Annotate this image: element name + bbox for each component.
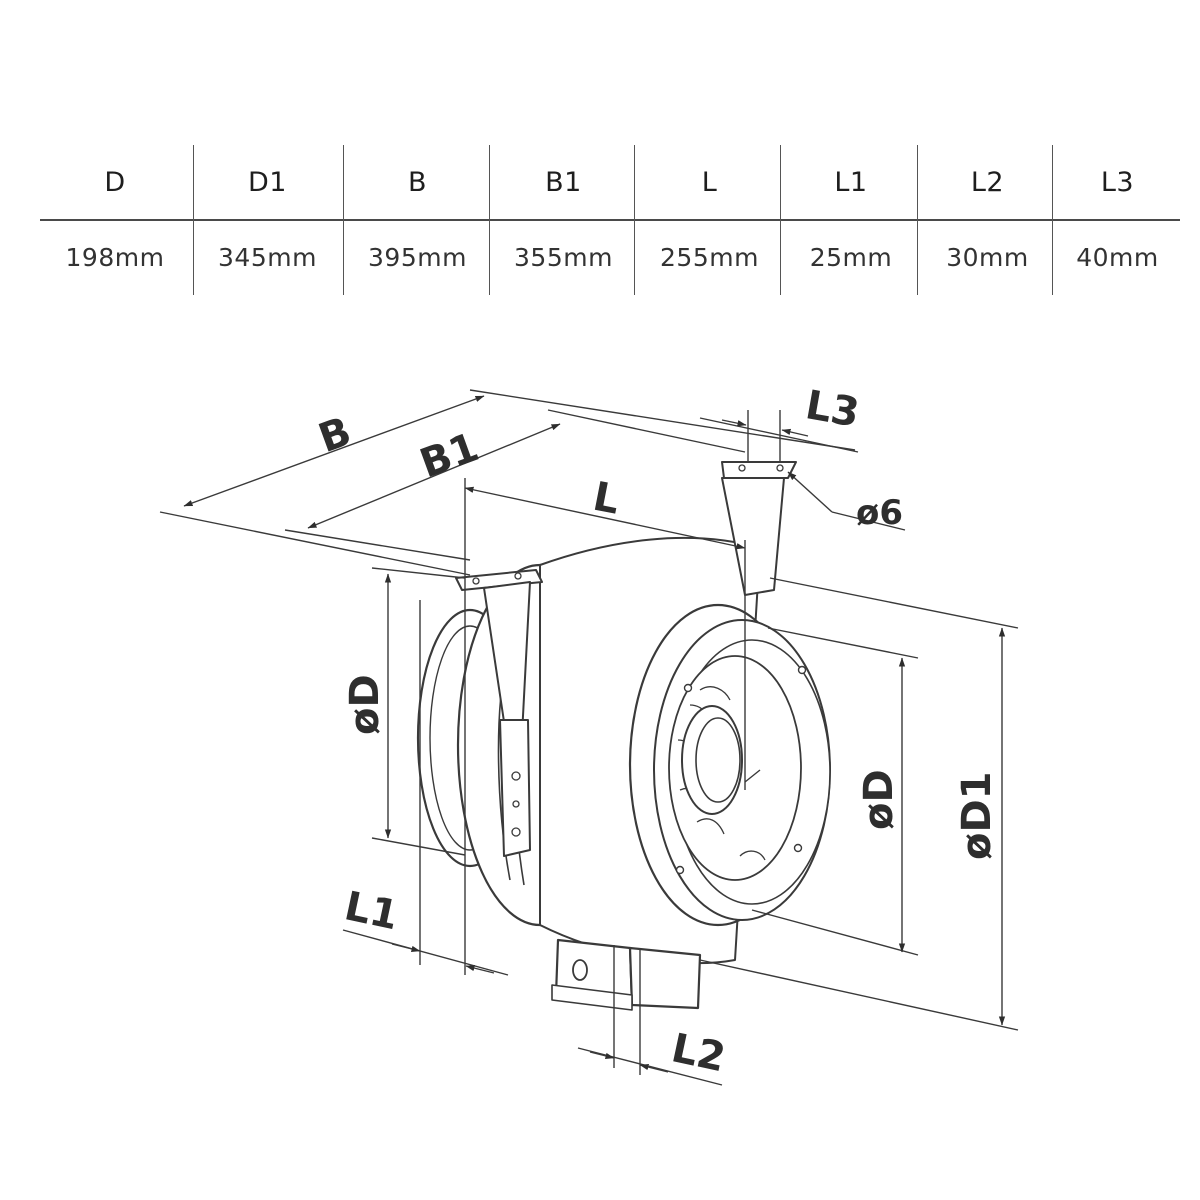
label-l1: L1 — [341, 883, 403, 939]
header-cell-l3: L3 — [1100, 167, 1135, 198]
cable-gland — [572, 959, 588, 981]
value-cell-l3: 40mm — [1076, 243, 1159, 272]
column-separator — [780, 145, 782, 295]
header-cell-l1: L1 — [834, 167, 868, 198]
label-d-right: øD — [856, 769, 902, 830]
value-cell-d1: 345mm — [218, 243, 317, 272]
column-separator — [343, 145, 345, 295]
mounting-brackets — [455, 461, 797, 857]
label-b: B — [313, 408, 357, 462]
column-separator — [917, 145, 919, 295]
duct-fan-body — [416, 536, 831, 1011]
header-cell-l: L — [701, 167, 718, 198]
value-cell-l: 255mm — [660, 243, 759, 272]
label-l2: L2 — [668, 1025, 730, 1081]
column-separator — [634, 145, 636, 295]
screw — [793, 843, 803, 853]
table-divider — [40, 219, 1180, 221]
screw — [797, 665, 807, 675]
value-cell-l1: 25mm — [809, 243, 893, 272]
value-cell-d: 198mm — [65, 243, 165, 272]
screw — [683, 683, 693, 693]
dimensions-table: D D1 B B1 L L1 L2 L3 198mm 345mm 395mm 3… — [40, 145, 1180, 295]
header-cell-l2: L2 — [970, 167, 1005, 198]
value-cell-b: 395mm — [368, 243, 467, 272]
dimension-lines — [159, 389, 1019, 1086]
terminal-box — [551, 938, 702, 1011]
value-cell-l2: 30mm — [946, 243, 1029, 272]
header-cell-b: B — [407, 167, 428, 198]
column-separator — [489, 145, 491, 295]
header-cell-d1: D1 — [248, 167, 287, 198]
header-cell-d: D — [104, 167, 126, 198]
label-d1: øD1 — [954, 771, 1000, 860]
label-l: L — [589, 474, 623, 524]
header-cell-b1: B1 — [545, 167, 582, 198]
column-separator — [1052, 145, 1054, 295]
label-d-left: øD — [342, 674, 388, 735]
column-separator — [193, 145, 195, 295]
label-l3: L3 — [802, 382, 863, 437]
table-values-row: 198mm 345mm 395mm 355mm 255mm 25mm 30mm … — [40, 220, 1180, 295]
value-cell-b1: 355mm — [514, 243, 613, 272]
label-b1: B1 — [414, 424, 485, 487]
table-header-row: D D1 B B1 L L1 L2 L3 — [40, 145, 1180, 220]
screw — [675, 865, 685, 875]
label-hole-diameter: ø6 — [856, 493, 903, 533]
